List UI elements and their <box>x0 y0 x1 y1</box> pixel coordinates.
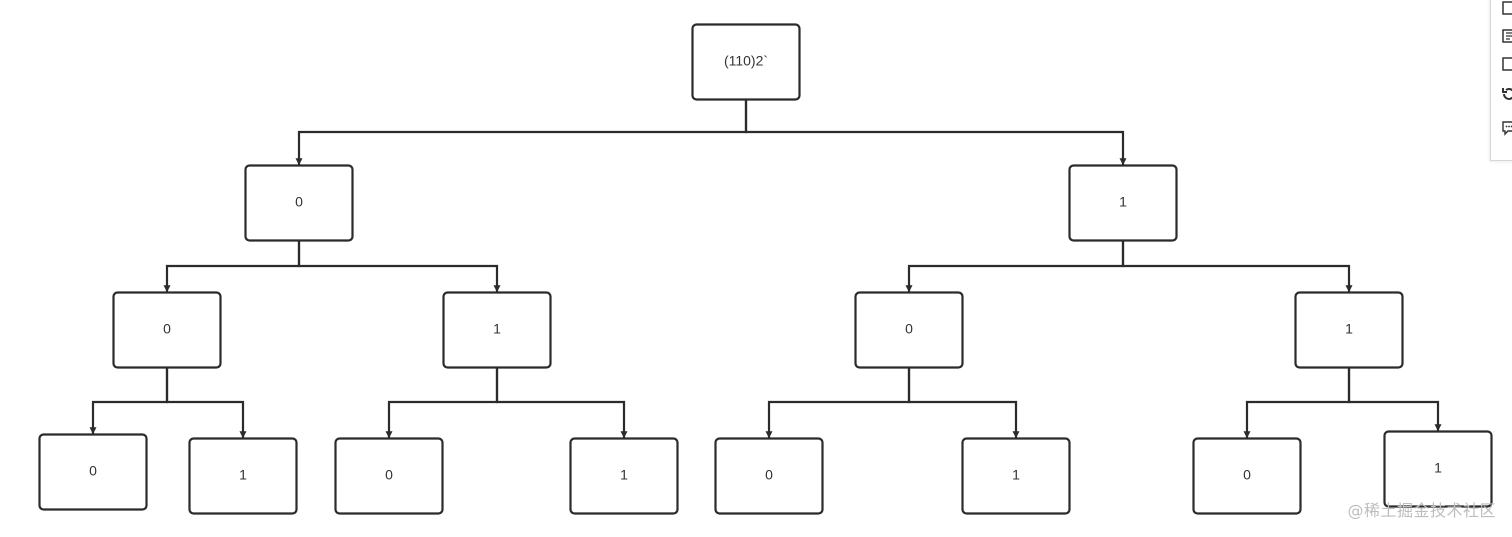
tree-node-0[interactable]: 0 <box>244 164 354 242</box>
edge-1-to-1.1 <box>1121 240 1353 293</box>
node-label: 0 <box>89 463 97 479</box>
edge-0.1-to-0.1.0 <box>385 367 499 439</box>
edge-1.0-to-1.0.1 <box>907 367 1020 439</box>
rotate-icon[interactable] <box>1501 86 1512 102</box>
node-box <box>442 291 552 369</box>
tree-node-0-0[interactable]: 0 <box>112 291 222 369</box>
node-label: 0 <box>765 467 773 483</box>
tree-node-0-1-1[interactable]: 1 <box>569 437 679 515</box>
tree-node-0-0-1[interactable]: 1 <box>188 437 298 515</box>
node-box <box>1192 437 1302 515</box>
node-box <box>714 437 824 515</box>
node-label: (110)2` <box>724 53 768 69</box>
tree-node-0-0-0[interactable]: 0 <box>38 433 148 511</box>
node-label: 0 <box>905 321 913 337</box>
edge-0.1-to-0.1.1 <box>495 367 628 439</box>
node-label: 1 <box>239 467 247 483</box>
comment-icon[interactable] <box>1501 120 1512 136</box>
node-label: 1 <box>620 467 628 483</box>
edge-0.0-to-0.0.1 <box>165 367 247 439</box>
node-box <box>854 291 964 369</box>
node-label: 0 <box>385 467 393 483</box>
node-box <box>334 437 444 515</box>
edge-0.0-to-0.0.0 <box>89 367 169 435</box>
edge-root-to-0 <box>295 99 748 166</box>
node-box <box>961 437 1071 515</box>
edge-1-to-1.0 <box>905 240 1125 293</box>
page-icon[interactable] <box>1501 0 1512 16</box>
node-label: 1 <box>1012 467 1020 483</box>
node-box <box>1294 291 1404 369</box>
node-box <box>691 23 801 101</box>
text-box-icon[interactable] <box>1501 28 1512 44</box>
tree-node-1-1-0[interactable]: 0 <box>1192 437 1302 515</box>
nodes-layer: (110)2` 0 0 0 1 1 0 1 1 0 0 1 1 0 1 <box>38 23 1493 515</box>
edge-1.0-to-1.0.0 <box>765 367 911 439</box>
node-label: 1 <box>1345 321 1353 337</box>
note-icon[interactable] <box>1501 56 1512 72</box>
node-label: 0 <box>1243 467 1251 483</box>
watermark: @稀土掘金技术社区 <box>1347 501 1496 520</box>
node-label: 1 <box>1434 460 1442 476</box>
node-label: 0 <box>295 194 303 210</box>
edges-layer <box>89 99 1442 439</box>
side-toolbar <box>1490 0 1512 161</box>
tree-node-0-1[interactable]: 1 <box>442 291 552 369</box>
node-box <box>112 291 222 369</box>
tree-node-1[interactable]: 1 <box>1068 164 1178 242</box>
node-box <box>1068 164 1178 242</box>
tree-node-1-0-1[interactable]: 1 <box>961 437 1071 515</box>
tree-node-1-0[interactable]: 0 <box>854 291 964 369</box>
node-label: 0 <box>163 321 171 337</box>
tree-node-1-1[interactable]: 1 <box>1294 291 1404 369</box>
node-box <box>188 437 298 515</box>
tree-node-1-0-0[interactable]: 0 <box>714 437 824 515</box>
edge-1.1-to-1.1.0 <box>1243 367 1351 439</box>
edge-0-to-0.1 <box>297 240 501 293</box>
tree-node-0-1-0[interactable]: 0 <box>334 437 444 515</box>
node-label: 1 <box>1119 194 1127 210</box>
node-box <box>38 433 148 511</box>
tree-node-root[interactable]: (110)2` <box>691 23 801 101</box>
edge-root-to-1 <box>744 99 1127 166</box>
node-box <box>244 164 354 242</box>
node-box <box>569 437 679 515</box>
edge-0-to-0.0 <box>163 240 301 293</box>
edge-1.1-to-1.1.1 <box>1347 367 1442 432</box>
node-label: 1 <box>493 321 501 337</box>
node-box <box>1383 430 1493 508</box>
tree-node-1-1-1[interactable]: 1 <box>1383 430 1493 508</box>
